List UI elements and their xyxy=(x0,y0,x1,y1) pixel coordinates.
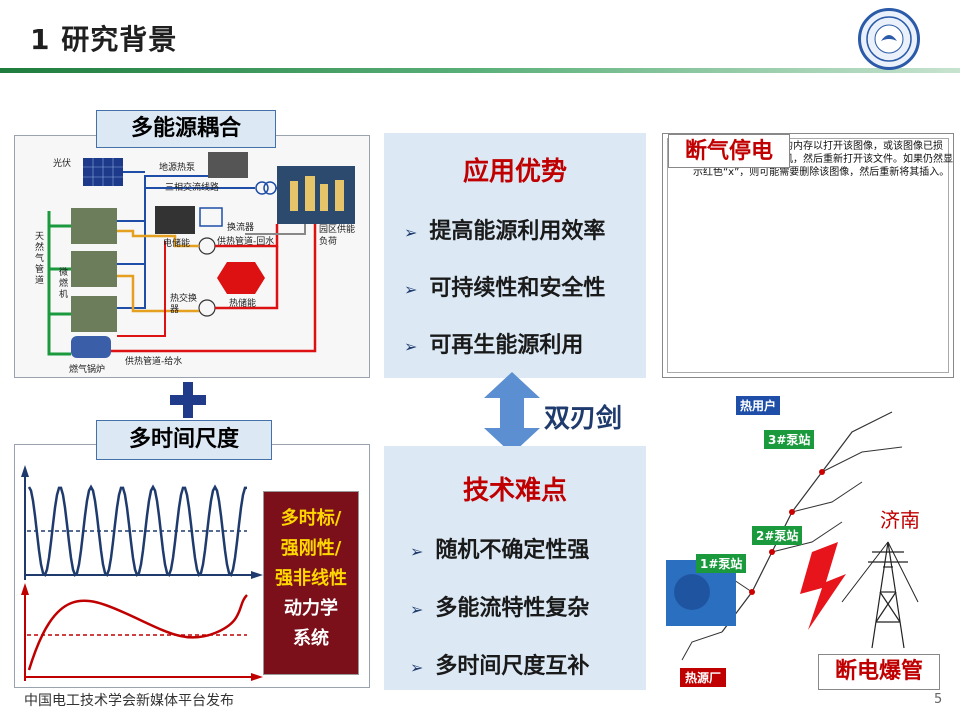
three-phase-label: 三相交流线路 xyxy=(165,183,220,193)
converter-label: 换流器 xyxy=(227,223,255,233)
outage-label: 断气停电 xyxy=(668,134,790,168)
multi-energy-diagram-panel: 光伏 地源热泵 三相交流线路 换流器 电储能 供热管道-回水 园区供能负荷 天然… xyxy=(14,135,370,378)
system-line-1: 动力学 xyxy=(284,598,338,619)
gas-pipe-label: 天然气管道 xyxy=(35,232,45,286)
pipe-burst-label: 断电爆管 xyxy=(818,654,940,690)
advantage-item-1: ➢提高能源利用效率 xyxy=(404,219,606,244)
storage-label: 电储能 xyxy=(163,239,191,249)
lightning-icon xyxy=(800,542,846,630)
page-title: 1 研究背景 xyxy=(30,23,178,56)
multi-energy-diagram xyxy=(47,152,355,358)
difficulty-item-2: ➢多能流特性复杂 xyxy=(410,596,590,621)
difficulties-box: 技术难点 ➢随机不确定性强 ➢多能流特性复杂 ➢多时间尺度互补 xyxy=(384,446,646,690)
heat-storage-label: 热储能 xyxy=(229,299,257,309)
city-label: 济南 xyxy=(880,508,920,532)
footer-source: 中国电工技术学会新媒体平台发布 xyxy=(24,693,234,709)
heat-exchanger-icon-2 xyxy=(198,299,216,317)
double-arrow-icon xyxy=(484,372,540,454)
difficulty-item-1: ➢随机不确定性强 xyxy=(410,538,590,563)
heat-pump-icon xyxy=(208,152,248,178)
multi-timescale-panel: 多时标/ 强刚性/ 强非线性 动力学 系统 xyxy=(14,444,370,688)
boiler-icon xyxy=(71,336,111,358)
pump-station-2-label: 2#泵站 xyxy=(752,526,803,545)
heating-network-map: 热用户 3#泵站 2#泵站 1#泵站 热源厂 济南 断电爆管 xyxy=(662,392,954,692)
university-logo xyxy=(858,8,920,70)
difficulties-title: 技术难点 xyxy=(462,476,567,506)
turbine-icon-3 xyxy=(71,296,117,332)
double-edge-label: 双刃剑 xyxy=(544,404,623,434)
system-line-2: 系统 xyxy=(293,628,329,649)
advantage-item-2: ➢可持续性和安全性 xyxy=(404,276,606,301)
properties-box: 多时标/ 强刚性/ 强非线性 动力学 系统 xyxy=(263,491,359,675)
title-divider xyxy=(0,68,960,73)
battery-icon xyxy=(155,206,195,234)
multi-timescale-label: 多时间尺度 xyxy=(96,420,272,460)
multi-energy-label: 多能源耦合 xyxy=(96,110,276,148)
turbine-icon-2 xyxy=(71,251,117,287)
converter-icon xyxy=(199,207,223,227)
pump-station-1-label: 1#泵站 xyxy=(696,554,747,573)
broken-image-text: 计算机可能没有足够的内存以打开该图像，或该图像已损坏。请重新启动计算机，然后重新… xyxy=(693,141,953,178)
network-diagram xyxy=(666,411,919,661)
heat-exchanger-icon-1 xyxy=(198,237,216,255)
broken-image-panel: 计算机可能没有足够的内存以打开该图像，或该图像已损坏。请重新启动计算机，然后重新… xyxy=(662,133,954,378)
gas-turbine-label: 微燃机 xyxy=(59,268,69,300)
power-tower-icon xyxy=(868,541,908,649)
advantage-item-3: ➢可再生能源利用 xyxy=(404,333,584,358)
heat-user-label: 热用户 xyxy=(736,396,781,415)
heat-source-label: 热源厂 xyxy=(680,668,727,687)
property-line-1: 多时标/ xyxy=(280,508,342,529)
plus-icon xyxy=(170,382,206,418)
difficulty-item-3: ➢多时间尺度互补 xyxy=(410,654,590,679)
page-number: 5 xyxy=(934,692,943,707)
property-line-3: 强非线性 xyxy=(275,568,347,589)
advantages-title: 应用优势 xyxy=(462,157,567,187)
pump-station-3-label: 3#泵站 xyxy=(764,430,815,449)
gas-boiler-label: 燃气锅炉 xyxy=(69,365,106,375)
advantages-box: 应用优势 ➢提高能源利用效率 ➢可持续性和安全性 ➢可再生能源利用 xyxy=(384,133,646,378)
park-load-label: 园区供能负荷 xyxy=(319,225,356,247)
heat-exchanger-label: 热交换器 xyxy=(170,294,198,315)
pv-label: 光伏 xyxy=(53,159,72,169)
turbine-icon-1 xyxy=(71,208,117,244)
ground-heat-pump-label: 地源热泵 xyxy=(159,163,196,173)
heating-supply-label: 供热管道-给水 xyxy=(125,357,183,367)
heat-storage-icon xyxy=(217,262,265,294)
timescale-waveforms xyxy=(21,465,263,681)
heating-return-label: 供热管道-回水 xyxy=(217,237,275,247)
property-line-2: 强刚性/ xyxy=(280,538,342,559)
